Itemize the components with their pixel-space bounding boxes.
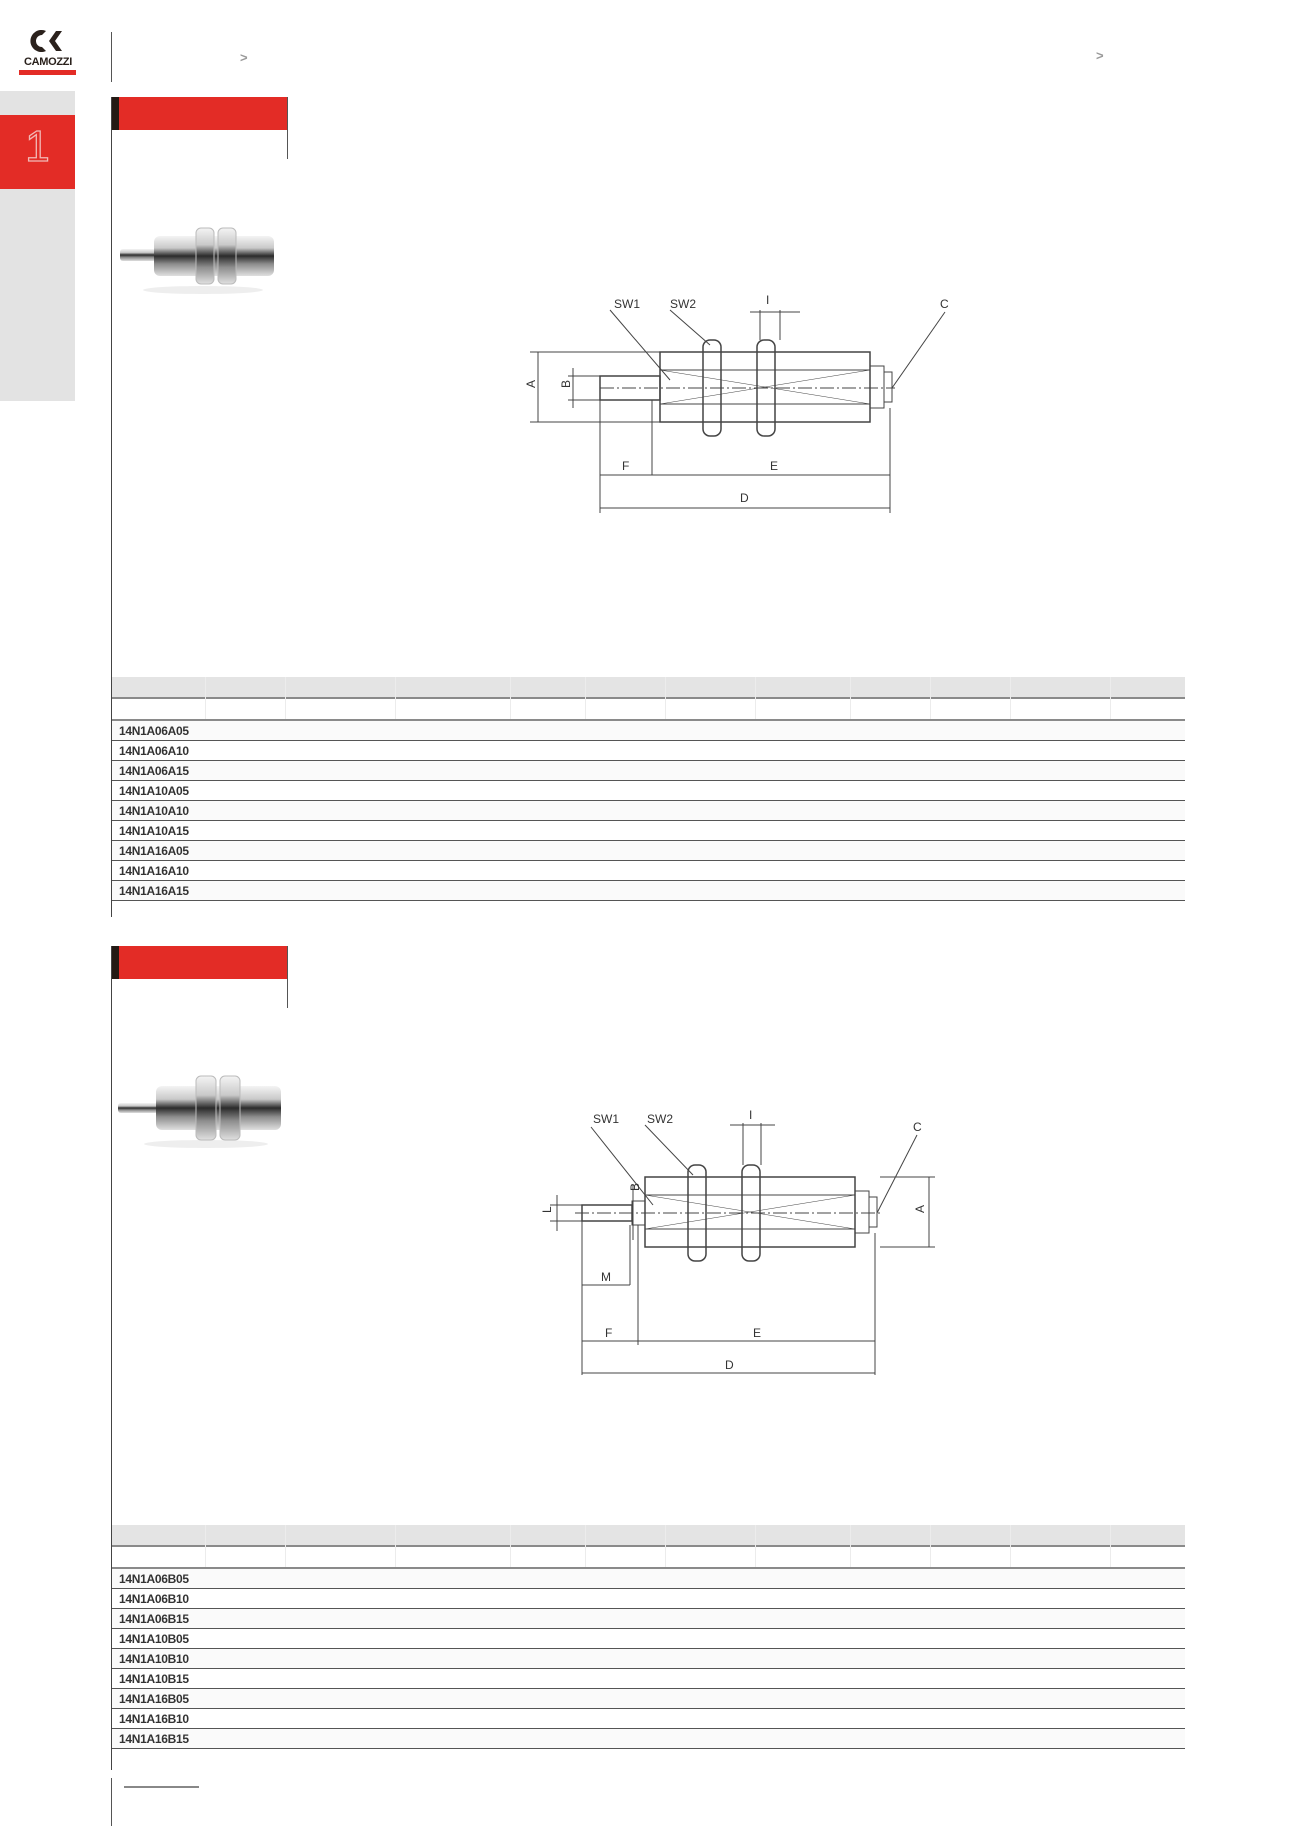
svg-text:M: M <box>601 1270 611 1284</box>
chapter-tab[interactable] <box>0 115 75 189</box>
product-table-2: 14N1A06B05 14N1A06B10 14N1A06B15 14N1A10… <box>112 1525 1185 1749</box>
table-row: 14N1A10B10 <box>112 1649 1185 1669</box>
table-row: 14N1A06B10 <box>112 1589 1185 1609</box>
svg-text:C: C <box>940 297 949 311</box>
part-number: 14N1A10A05 <box>119 784 189 798</box>
svg-text:I: I <box>766 293 769 307</box>
part-number: 14N1A10B10 <box>119 1652 189 1666</box>
technical-drawing-2: SW1 SW2 I C B L A M F E D <box>540 1108 935 1375</box>
table-row: 14N1A10A10 <box>112 801 1185 821</box>
svg-text:D: D <box>725 1358 734 1372</box>
chapter-number: 1 <box>25 121 51 171</box>
table-header <box>112 1525 1185 1547</box>
svg-text:SW2: SW2 <box>670 297 696 311</box>
breadcrumb-separator: > <box>240 50 248 65</box>
part-number: 14N1A10B05 <box>119 1632 189 1646</box>
camozzi-logo: CAMOZZI <box>18 28 78 76</box>
part-number: 14N1A10A10 <box>119 804 189 818</box>
camozzi-mark-icon <box>30 30 62 52</box>
section-1-title-marker <box>112 97 119 130</box>
breadcrumb-separator: > <box>1096 48 1104 63</box>
svg-text:SW1: SW1 <box>593 1112 619 1126</box>
section-2-title-rule <box>287 946 288 1008</box>
product-photo-2 <box>118 1075 281 1148</box>
part-number: 14N1A16B05 <box>119 1692 189 1706</box>
svg-text:A: A <box>913 1205 927 1213</box>
header-divider <box>111 32 112 82</box>
footer-rule <box>124 1786 199 1788</box>
table-row: 14N1A16A10 <box>112 861 1185 881</box>
part-number: 14N1A06A10 <box>119 744 189 758</box>
svg-text:I: I <box>749 1108 752 1122</box>
footer-divider <box>111 1778 112 1826</box>
svg-text:SW1: SW1 <box>614 297 640 311</box>
part-number: 14N1A16A05 <box>119 844 189 858</box>
svg-text:E: E <box>753 1326 761 1340</box>
svg-text:L: L <box>540 1206 554 1213</box>
table-row: 14N1A16B10 <box>112 1709 1185 1729</box>
part-number: 14N1A06B10 <box>119 1592 189 1606</box>
table-row: 14N1A10A05 <box>112 781 1185 801</box>
table-body: 14N1A06A05 14N1A06A10 14N1A06A15 14N1A10… <box>112 721 1185 901</box>
section-1-left-rule <box>111 97 112 917</box>
part-number: 14N1A16A10 <box>119 864 189 878</box>
table-row: 14N1A16A05 <box>112 841 1185 861</box>
table-row: 14N1A16B15 <box>112 1729 1185 1749</box>
part-number: 14N1A06A05 <box>119 724 189 738</box>
part-number: 14N1A06B05 <box>119 1572 189 1586</box>
section-2-title-marker <box>112 946 119 979</box>
table-row: 14N1A06A05 <box>112 721 1185 741</box>
part-number: 14N1A16A15 <box>119 884 189 898</box>
brand-bar <box>19 70 76 75</box>
table-row: 14N1A06A15 <box>112 761 1185 781</box>
svg-text:C: C <box>913 1120 922 1134</box>
product-photo-1 <box>120 227 274 294</box>
part-number: 14N1A10A15 <box>119 824 189 838</box>
svg-text:D: D <box>740 491 749 505</box>
table-row: 14N1A06A10 <box>112 741 1185 761</box>
table-row: 14N1A06B05 <box>112 1569 1185 1589</box>
part-number: 14N1A06B15 <box>119 1612 189 1626</box>
section-1-title-rule <box>287 97 288 159</box>
section-2-left-rule <box>111 946 112 1770</box>
section-2-title-bar <box>112 946 287 979</box>
part-number: 14N1A16B10 <box>119 1712 189 1726</box>
svg-text:B: B <box>628 1183 642 1191</box>
table-row: 14N1A10B05 <box>112 1629 1185 1649</box>
technical-drawing-1: SW1 SW2 I C A B F E D <box>524 293 949 513</box>
table-row: 14N1A16B05 <box>112 1689 1185 1709</box>
part-number: 14N1A06A15 <box>119 764 189 778</box>
part-number: 14N1A10B15 <box>119 1672 189 1686</box>
part-number: 14N1A16B15 <box>119 1732 189 1746</box>
section-1-title-bar <box>112 97 287 130</box>
brand-name: CAMOZZI <box>23 56 72 68</box>
svg-text:SW2: SW2 <box>647 1112 673 1126</box>
svg-text:B: B <box>559 380 573 388</box>
svg-text:E: E <box>770 459 778 473</box>
table-row: 14N1A10B15 <box>112 1669 1185 1689</box>
table-subheader <box>112 1547 1185 1569</box>
svg-text:F: F <box>622 459 629 473</box>
svg-text:F: F <box>605 1326 612 1340</box>
table-row: 14N1A10A15 <box>112 821 1185 841</box>
table-subheader <box>112 699 1185 721</box>
table-body: 14N1A06B05 14N1A06B10 14N1A06B15 14N1A10… <box>112 1569 1185 1749</box>
product-table-1: 14N1A06A05 14N1A06A10 14N1A06A15 14N1A10… <box>112 677 1185 901</box>
table-row: 14N1A06B15 <box>112 1609 1185 1629</box>
table-row: 14N1A16A15 <box>112 881 1185 901</box>
svg-text:A: A <box>524 380 538 388</box>
table-header <box>112 677 1185 699</box>
